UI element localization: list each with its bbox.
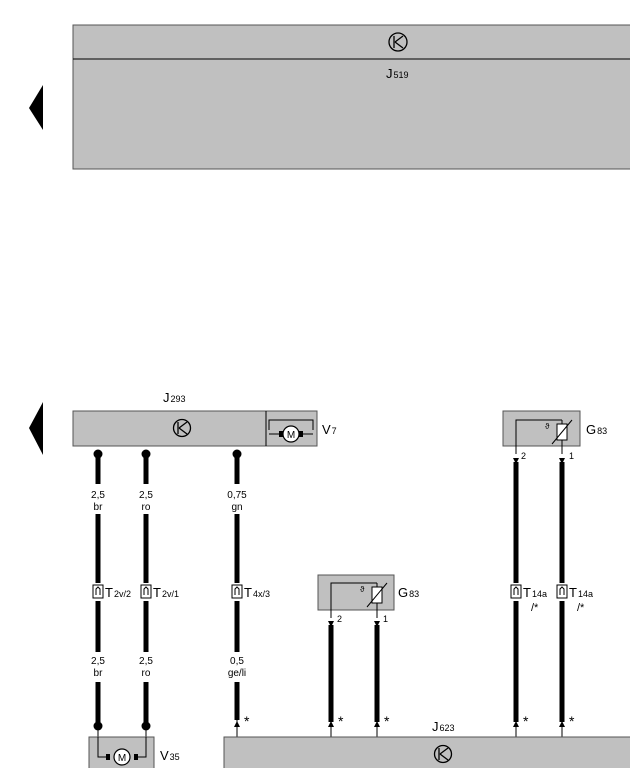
- left-arrow-icon[interactable]: [29, 85, 43, 130]
- wire-2-color-top: ro: [142, 502, 151, 513]
- j623-subscript: 623: [440, 723, 455, 733]
- connector-icon: [231, 584, 243, 599]
- j293-label: J: [163, 390, 170, 405]
- svg-text:T4x/3: T4x/3: [244, 585, 270, 600]
- asterisk-marker: *: [244, 713, 250, 729]
- g83-top-subscript: 83: [597, 426, 607, 436]
- wire-g83-top-pin2: [513, 458, 519, 737]
- j519-subscript: 519: [394, 70, 409, 80]
- wire-g83-top-pin1: [559, 458, 565, 737]
- sensor-g83-top: ϑ: [502, 410, 581, 454]
- j293-subscript: 293: [171, 394, 186, 404]
- svg-text:J519: J519: [386, 66, 409, 81]
- control-unit-j623: [223, 736, 630, 768]
- motor-icon: M: [97, 737, 147, 766]
- svg-text:T2v/1: T2v/1: [153, 585, 179, 600]
- t14a-right-label: T: [569, 585, 577, 600]
- g83-mid-subscript: 83: [409, 589, 419, 599]
- svg-text:ϑ: ϑ: [360, 585, 365, 594]
- j519-label: J: [386, 66, 393, 81]
- svg-text:V35: V35: [160, 748, 180, 763]
- t4x3-subscript: 4x/3: [253, 589, 270, 599]
- asterisk-marker: *: [338, 713, 344, 729]
- wire-1: [93, 449, 103, 737]
- t2v1-subscript: 2v/1: [162, 589, 179, 599]
- control-unit-j519: J519: [72, 24, 630, 170]
- t14a-right-suffix: /*: [577, 602, 585, 614]
- wire-2-size-top: 2,5: [139, 490, 153, 501]
- svg-text:J293: J293: [163, 390, 186, 405]
- connector-icon: [140, 584, 152, 599]
- wire-2: [141, 449, 151, 737]
- motor-icon: M: [268, 419, 314, 443]
- wire-g83-mid-pin2: [328, 621, 334, 737]
- sensor-g83-mid: ϑ: [317, 574, 395, 618]
- pin-label: 1: [569, 451, 574, 461]
- svg-text:G83: G83: [586, 422, 607, 437]
- g83-mid-label: G: [398, 585, 408, 600]
- left-arrow-icon[interactable]: [29, 402, 43, 455]
- v7-subscript: 7: [332, 426, 337, 436]
- t2v1-label: T: [153, 585, 161, 600]
- v7-motor-letter: M: [287, 430, 295, 441]
- pin-label: 1: [383, 614, 388, 624]
- temperature-sensor-icon: ϑ: [515, 419, 573, 454]
- v35-motor-letter: M: [118, 753, 126, 764]
- svg-text:T2v/2: T2v/2: [105, 585, 131, 600]
- connector-icon: [92, 584, 104, 599]
- wire-1-size-top: 2,5: [91, 490, 105, 501]
- t14a-left-suffix: /*: [531, 602, 539, 614]
- pin-label: 2: [337, 614, 342, 624]
- wire-1-size-bottom: 2,5: [91, 656, 105, 667]
- wire-3-color-top: gn: [231, 502, 242, 513]
- connector-icon: [556, 584, 568, 599]
- wire-1-color-bottom: br: [94, 668, 104, 679]
- asterisk-marker: *: [523, 713, 529, 729]
- wire-2-size-bottom: 2,5: [139, 656, 153, 667]
- t14a-left-subscript: 14a: [532, 589, 547, 599]
- asterisk-marker: *: [384, 713, 390, 729]
- t4x3-label: T: [244, 585, 252, 600]
- control-unit-j293: M: [72, 410, 318, 447]
- svg-text:G83: G83: [398, 585, 419, 600]
- control-unit-ground-icon: [388, 32, 408, 52]
- v35-subscript: 35: [170, 752, 180, 762]
- svg-text:J623: J623: [432, 719, 455, 734]
- asterisk-marker: *: [569, 713, 575, 729]
- wire-3-color-bottom: ge/li: [228, 668, 246, 679]
- j623-label: J: [432, 719, 439, 734]
- svg-text:T14a: T14a: [523, 585, 547, 600]
- control-unit-ground-icon: [433, 744, 453, 764]
- v7-label: V: [322, 422, 331, 437]
- wire-3-size-bottom: 0,5: [230, 656, 244, 667]
- t14a-left-label: T: [523, 585, 531, 600]
- t2v2-label: T: [105, 585, 113, 600]
- v35-label: V: [160, 748, 169, 763]
- svg-text:ϑ: ϑ: [545, 422, 550, 431]
- pin-label: 2: [521, 451, 526, 461]
- wire-2-color-bottom: ro: [142, 668, 151, 679]
- motor-v35: M: [88, 736, 155, 768]
- control-unit-ground-icon: [172, 418, 192, 438]
- temperature-sensor-icon: ϑ: [330, 582, 388, 618]
- t2v2-subscript: 2v/2: [114, 589, 131, 599]
- wire-3: [232, 449, 242, 737]
- t14a-right-subscript: 14a: [578, 589, 593, 599]
- connector-icon: [510, 584, 522, 599]
- wire-1-color-top: br: [94, 502, 104, 513]
- wire-g83-mid-pin1: [374, 621, 380, 737]
- svg-text:V7: V7: [322, 422, 337, 437]
- svg-text:T14a: T14a: [569, 585, 593, 600]
- g83-top-label: G: [586, 422, 596, 437]
- wire-3-size-top: 0,75: [227, 490, 247, 501]
